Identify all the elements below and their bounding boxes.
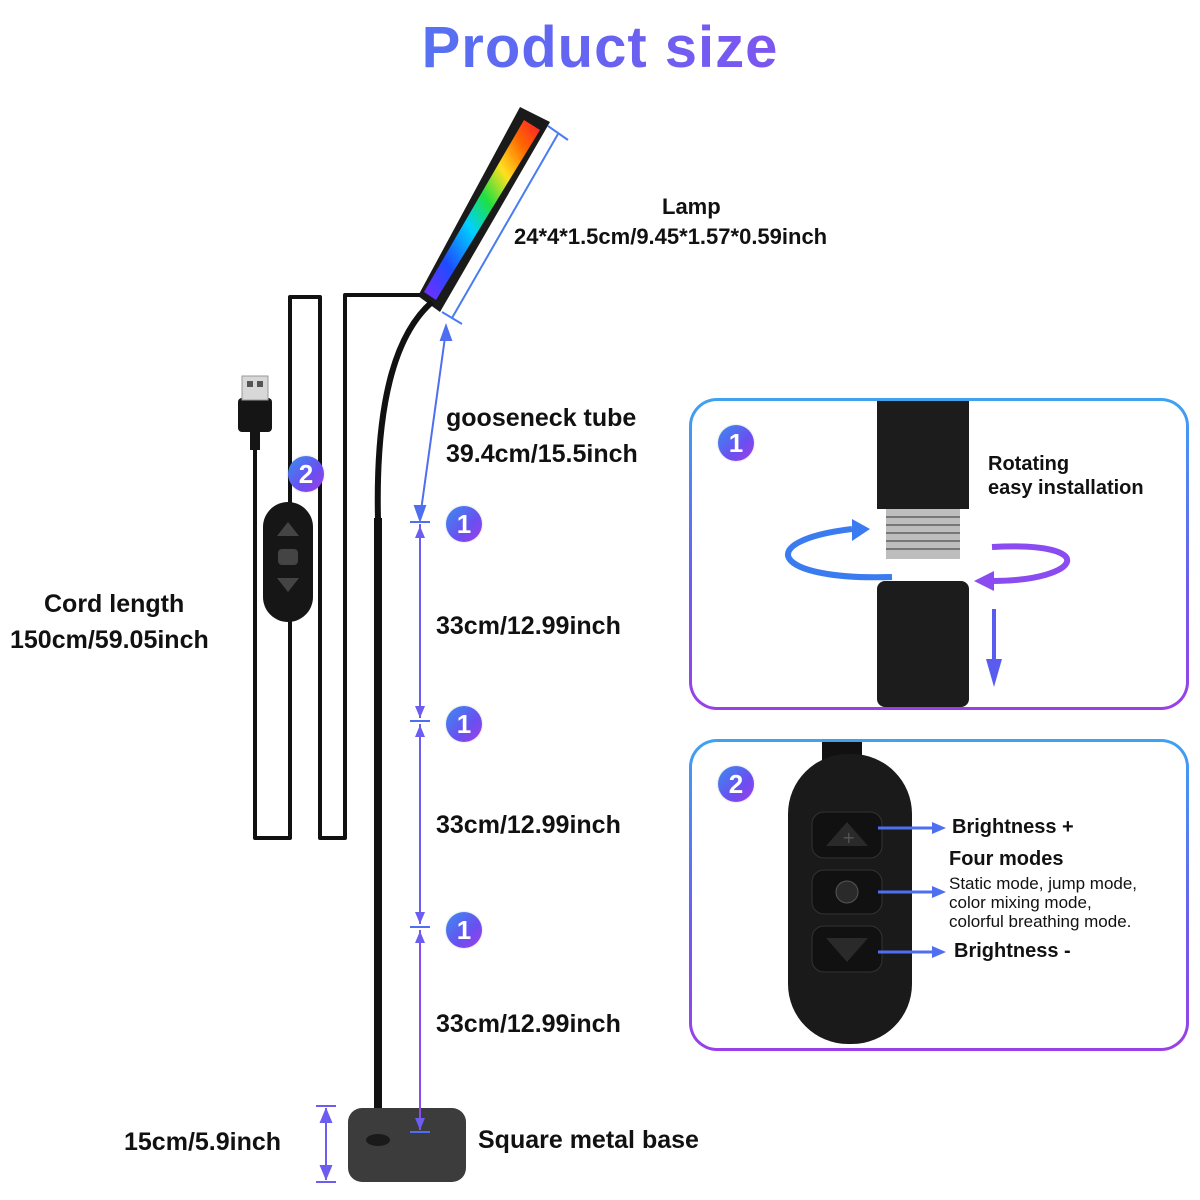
gooseneck-dimension-line	[413, 323, 453, 523]
tube-joint-illustration	[785, 401, 1070, 707]
svg-text:+: +	[842, 828, 855, 847]
usb-plug	[238, 375, 272, 450]
square-metal-base	[348, 1108, 466, 1182]
lamp-dimension-line	[441, 125, 569, 325]
modes-line-3: colorful breathing mode.	[949, 912, 1132, 931]
inline-controller	[263, 502, 313, 622]
segment-size-3: 33cm/12.99inch	[436, 1010, 621, 1038]
controller-illustration: +	[788, 742, 946, 1044]
controller-badge: 2	[718, 766, 754, 802]
four-modes-title: Four modes	[949, 848, 1064, 870]
page-title: Product size	[0, 14, 1200, 81]
segment-size-1: 33cm/12.99inch	[436, 612, 621, 640]
installation-panel: 1 Rotating easy installation	[689, 398, 1189, 710]
brightness-down-label: Brightness -	[954, 940, 1071, 962]
cord-size: 150cm/59.05inch	[10, 626, 209, 654]
lamp-size: 24*4*1.5cm/9.45*1.57*0.59inch	[514, 224, 828, 249]
segment-badge-2: 1	[446, 706, 482, 742]
installation-line-1: Rotating	[988, 453, 1070, 475]
modes-line-1: Static mode, jump mode,	[949, 874, 1138, 893]
power-cord	[253, 293, 420, 840]
lamp-head	[418, 107, 550, 312]
gooseneck-size: 39.4cm/15.5inch	[446, 440, 638, 468]
gooseneck-label: gooseneck tube	[446, 404, 637, 432]
cord-label: Cord length	[44, 590, 185, 618]
base-dimension-line	[316, 1105, 336, 1183]
gooseneck-tube	[374, 299, 434, 521]
lamp-label: Lamp	[662, 194, 721, 219]
segment-size-2: 33cm/12.99inch	[436, 811, 621, 839]
controller-panel: 2 + Brightness + Four modes Static	[689, 739, 1189, 1051]
segment-badge-3: 1	[446, 912, 482, 948]
pole	[374, 518, 382, 1138]
installation-badge: 1	[718, 425, 754, 461]
cord-badge: 2	[288, 456, 324, 492]
base-label: Square metal base	[478, 1126, 699, 1154]
segment-badge-1: 1	[446, 506, 482, 542]
modes-line-2: color mixing mode,	[949, 893, 1092, 912]
brightness-up-label: Brightness +	[952, 816, 1074, 838]
installation-line-2: easy installation	[988, 477, 1144, 499]
base-size: 15cm/5.9inch	[124, 1128, 282, 1156]
